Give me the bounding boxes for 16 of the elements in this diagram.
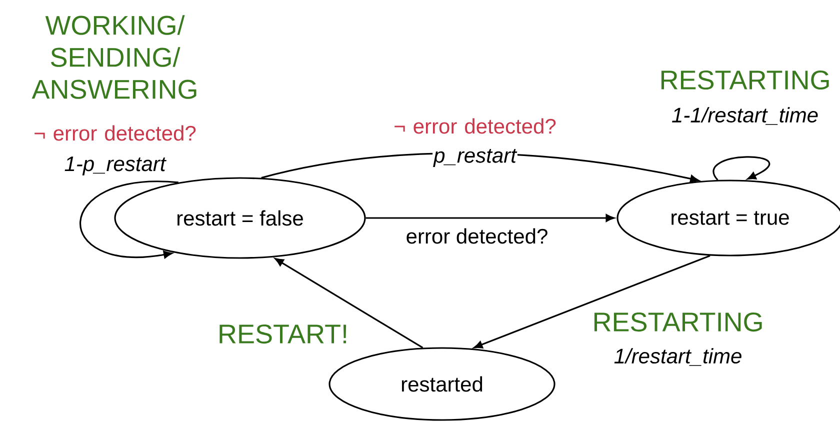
edge-label: 1-1/restart_time: [670, 106, 820, 126]
state-label: RESTARTING: [594, 312, 762, 332]
edge-label: error detected?: [404, 227, 550, 245]
edge-label: p_restart: [432, 148, 518, 168]
edge-label: 1-p_restart: [63, 156, 167, 176]
arrow: [274, 258, 424, 348]
working-state-label: WORKING/ SENDING/ ANSWERING: [32, 15, 196, 99]
arrow: [713, 156, 770, 180]
state-label: RESTARTING: [661, 70, 829, 90]
edge-label: 1/restart_time: [612, 347, 744, 367]
arrow: [366, 214, 614, 222]
condition-label: ¬ error detected?: [34, 125, 196, 141]
arrow: [474, 254, 710, 348]
state-label: RESTART!: [220, 324, 346, 344]
condition-label: ¬ error detected?: [394, 118, 556, 134]
arrow: [80, 180, 178, 258]
